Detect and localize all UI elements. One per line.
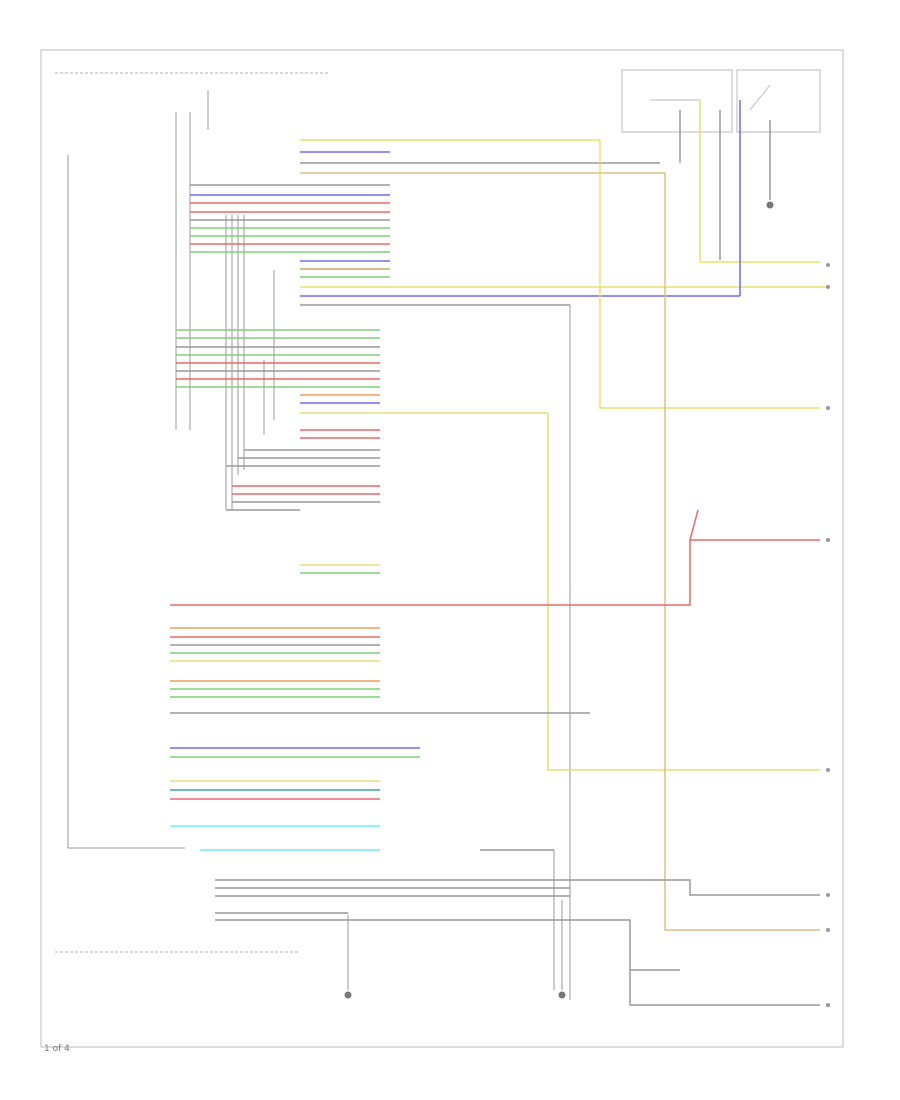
vertical-bus-lines [175,90,571,1000]
terminal-markers [826,263,830,1007]
diagram-frame [40,49,844,1048]
control-module-outline [67,155,185,849]
lower-harness-wires [170,564,820,1006]
ground-symbols [344,201,774,999]
right-side-wires [170,100,820,931]
page-number: 1 of 4 [44,1044,70,1054]
top-right-components [621,69,821,133]
upper-harness-wires [190,139,828,306]
middle-harness-wires [176,329,548,511]
